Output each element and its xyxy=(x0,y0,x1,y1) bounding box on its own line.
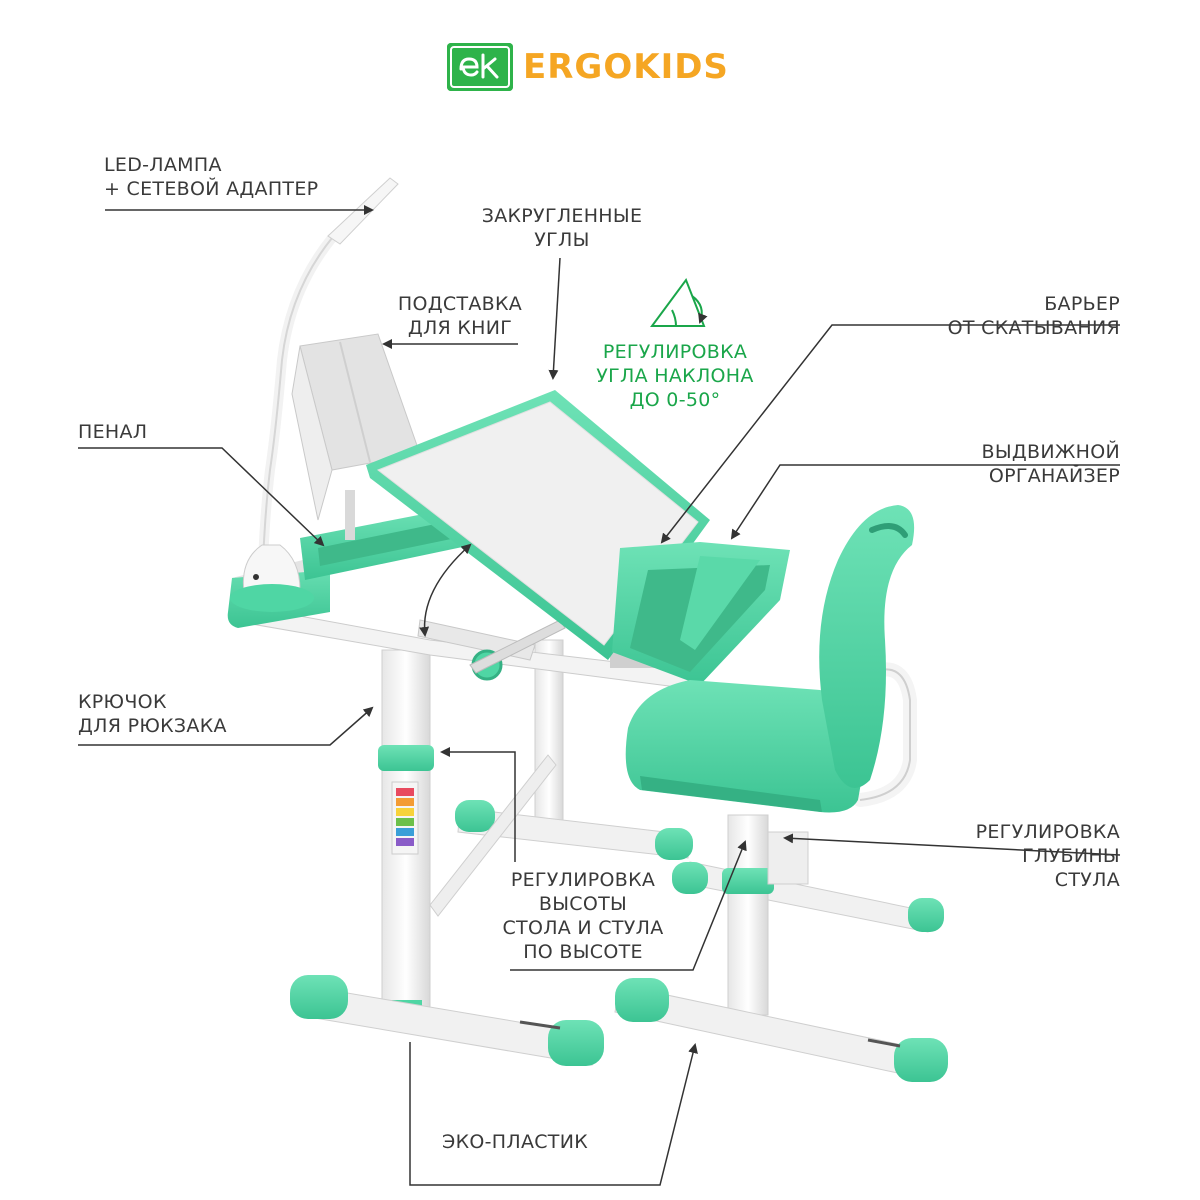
label-lamp: LED-ЛАМПА + СЕТЕВОЙ АДАПТЕР xyxy=(104,153,318,201)
label-barrier-line1: БАРЬЕР xyxy=(1044,293,1120,315)
brand-logo: ERGOKIDS xyxy=(447,42,729,92)
foot-cap xyxy=(894,1038,948,1082)
chair-backrest xyxy=(819,505,915,788)
foot-cap xyxy=(908,898,944,932)
height-clamp xyxy=(378,745,434,771)
height-scale-sticker xyxy=(391,781,419,855)
label-lamp-line1: LED-ЛАМПА xyxy=(104,154,222,176)
tilt-angle-icon xyxy=(650,277,708,327)
label-lamp-line2: + СЕТЕВОЙ АДАПТЕР xyxy=(104,178,319,200)
label-organizer-line2: ОРГАНАЙЗЕР xyxy=(988,465,1120,487)
foot-cap xyxy=(290,975,348,1019)
label-tilt: РЕГУЛИРОВКА УГЛА НАКЛОНА ДО 0-50° xyxy=(575,340,775,412)
desk-frame xyxy=(290,639,693,1066)
label-eco: ЭКО-ПЛАСТИК xyxy=(442,1130,588,1154)
foot-cap xyxy=(548,1020,604,1066)
label-tilt-line2: УГЛА НАКЛОНА xyxy=(596,365,754,387)
label-depth-line2: ГЛУБИНЫ xyxy=(1022,845,1120,867)
label-corners-line2: УГЛЫ xyxy=(534,229,590,251)
label-organizer: ВЫДВИЖНОЙ ОРГАНАЙЗЕР xyxy=(880,440,1120,488)
label-height-line1: РЕГУЛИРОВКА xyxy=(510,869,656,891)
organizer xyxy=(612,542,790,685)
label-tilt-line3: ДО 0-50° xyxy=(629,389,721,411)
label-depth-line1: РЕГУЛИРОВКА xyxy=(975,821,1120,843)
label-height: РЕГУЛИРОВКА ВЫСОТЫ СТОЛА И СТУЛА ПО ВЫСО… xyxy=(498,868,668,964)
brand-name: ERGOKIDS xyxy=(523,47,729,87)
chair-height-clamp xyxy=(722,868,774,894)
label-height-line3: СТОЛА И СТУЛА xyxy=(502,917,664,939)
label-pencil-case-line1: ПЕНАЛ xyxy=(78,421,148,443)
label-book-stand: ПОДСТАВКА ДЛЯ КНИГ xyxy=(380,292,540,340)
label-hook: КРЮЧОК ДЛЯ РЮКЗАКА xyxy=(78,690,227,738)
label-eco-line1: ЭКО-ПЛАСТИК xyxy=(442,1131,589,1153)
label-depth: РЕГУЛИРОВКА ГЛУБИНЫ СТУЛА xyxy=(900,820,1120,892)
label-height-line2: ВЫСОТЫ xyxy=(538,893,628,915)
label-barrier-line2: ОТ СКАТЫВАНИЯ xyxy=(947,317,1120,339)
label-book-stand-line1: ПОДСТАВКА xyxy=(397,293,523,315)
foot-cap xyxy=(672,862,708,894)
foot-cap xyxy=(455,800,495,832)
ek-logo-icon xyxy=(447,43,513,91)
label-pencil-case: ПЕНАЛ xyxy=(78,420,147,444)
led-lamp xyxy=(230,177,399,612)
foot-cap xyxy=(615,978,669,1022)
chair xyxy=(614,505,948,1082)
label-hook-line1: КРЮЧОК xyxy=(78,691,167,713)
label-height-line4: ПО ВЫСОТЕ xyxy=(523,941,643,963)
book-stand xyxy=(291,333,421,540)
label-barrier: БАРЬЕР ОТ СКАТЫВАНИЯ xyxy=(880,292,1120,340)
foot-cap xyxy=(655,828,693,860)
chair-seat xyxy=(625,680,865,813)
label-hook-line2: ДЛЯ РЮКЗАКА xyxy=(78,715,227,737)
label-organizer-line1: ВЫДВИЖНОЙ xyxy=(981,441,1120,463)
label-corners: ЗАКРУГЛЕННЫЕ УГЛЫ xyxy=(462,204,662,252)
leader-lines xyxy=(78,205,1121,1186)
label-depth-line3: СТУЛА xyxy=(1054,869,1120,891)
label-book-stand-line2: ДЛЯ КНИГ xyxy=(407,317,513,339)
label-tilt-line1: РЕГУЛИРОВКА xyxy=(602,341,748,363)
brand-badge xyxy=(447,43,513,91)
label-corners-line1: ЗАКРУГЛЕННЫЕ xyxy=(481,205,643,227)
